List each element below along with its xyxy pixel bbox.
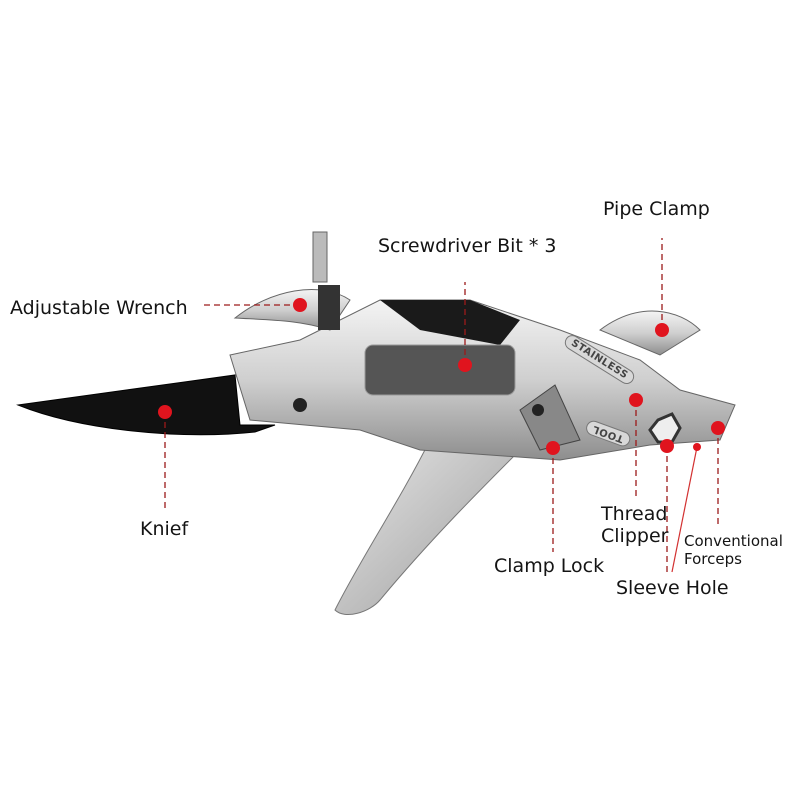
marker-dots — [158, 298, 725, 455]
pipe-clamp-jaw — [598, 310, 701, 356]
label-knife: Knief — [140, 518, 189, 540]
marker-dot — [158, 405, 172, 419]
sleeve-hole-leader — [671, 446, 698, 573]
marker-dot — [293, 298, 307, 312]
serrated-blade — [334, 439, 522, 615]
label-thread-clipper-line2: Clipper — [601, 525, 669, 547]
marker-dot — [711, 421, 725, 435]
label-conventional-forceps-line2: Forceps — [684, 550, 742, 568]
marker-dot — [546, 441, 560, 455]
label-pipe-clamp: Pipe Clamp — [603, 198, 710, 220]
handle-grip — [380, 300, 520, 345]
marker-dot — [629, 393, 643, 407]
bit-window — [364, 344, 516, 396]
marker-dot — [693, 443, 701, 451]
knife-blade — [16, 374, 276, 436]
marker-dot — [655, 323, 669, 337]
screwdriver-bit-top — [312, 231, 328, 283]
label-conventional-forceps-line1: Conventional — [684, 532, 783, 550]
label-screwdriver-bit: Screwdriver Bit * 3 — [378, 235, 557, 257]
label-thread-clipper-line1: Thread — [601, 503, 668, 525]
label-adjustable-wrench: Adjustable Wrench — [10, 297, 188, 319]
marker-dot — [660, 439, 674, 453]
clamp-lock-pivot — [519, 384, 581, 451]
leader-lines — [164, 238, 719, 575]
marker-dot — [458, 358, 472, 372]
label-clamp-lock: Clamp Lock — [494, 555, 605, 577]
label-sleeve-hole: Sleeve Hole — [616, 577, 729, 599]
